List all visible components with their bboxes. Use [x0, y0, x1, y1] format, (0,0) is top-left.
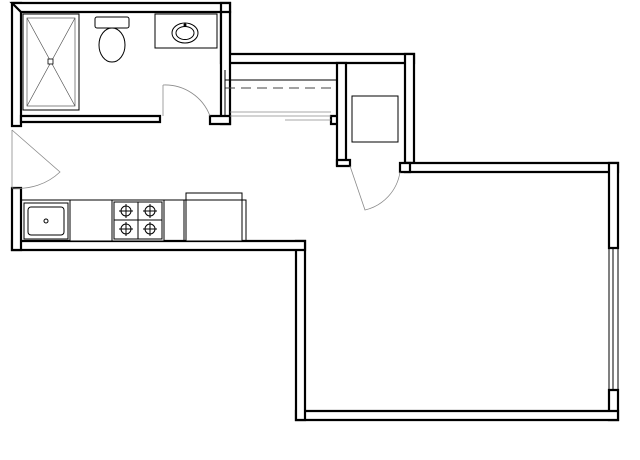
closet-east-jamb: [398, 161, 412, 174]
shower: [22, 13, 80, 111]
counter: [69, 199, 113, 242]
shower-drain-icon: [47, 58, 54, 65]
north-step-wall: [219, 1, 416, 65]
bathroom-sink: [154, 13, 218, 49]
closet-door: [349, 165, 401, 211]
bathroom-south-wall: [19, 114, 162, 124]
toilet: [94, 16, 130, 63]
entry-door: [11, 129, 61, 189]
refrigerator: [185, 192, 243, 242]
living-south-wall: [294, 409, 620, 422]
living-room-window: [608, 248, 619, 390]
burner-icon: [119, 204, 157, 236]
washer-dryer: [351, 95, 399, 143]
living-west-wall: [294, 239, 307, 422]
kitchen-south-wall: [10, 239, 307, 252]
bathroom-door-jamb: [208, 114, 232, 126]
interior-walls: [19, 10, 412, 174]
kitchen-west-wall: [10, 186, 23, 252]
kitchen-sink: [23, 202, 69, 240]
bathroom-west-wall: [10, 1, 23, 128]
kitchen: [20, 192, 247, 242]
hall-closet: [224, 70, 337, 121]
living-east-wall-upper: [607, 161, 620, 250]
living-north-wall: [403, 161, 620, 174]
faucet-icon: [183, 23, 187, 27]
closet-west-wall: [335, 61, 348, 167]
exterior-walls: [9, 1, 620, 422]
bathroom-north-wall: [9, 1, 232, 14]
bathroom-door: [162, 84, 211, 117]
stove: [111, 199, 165, 242]
closet-east-wall: [403, 52, 416, 165]
closet-door-jamb: [335, 158, 352, 168]
